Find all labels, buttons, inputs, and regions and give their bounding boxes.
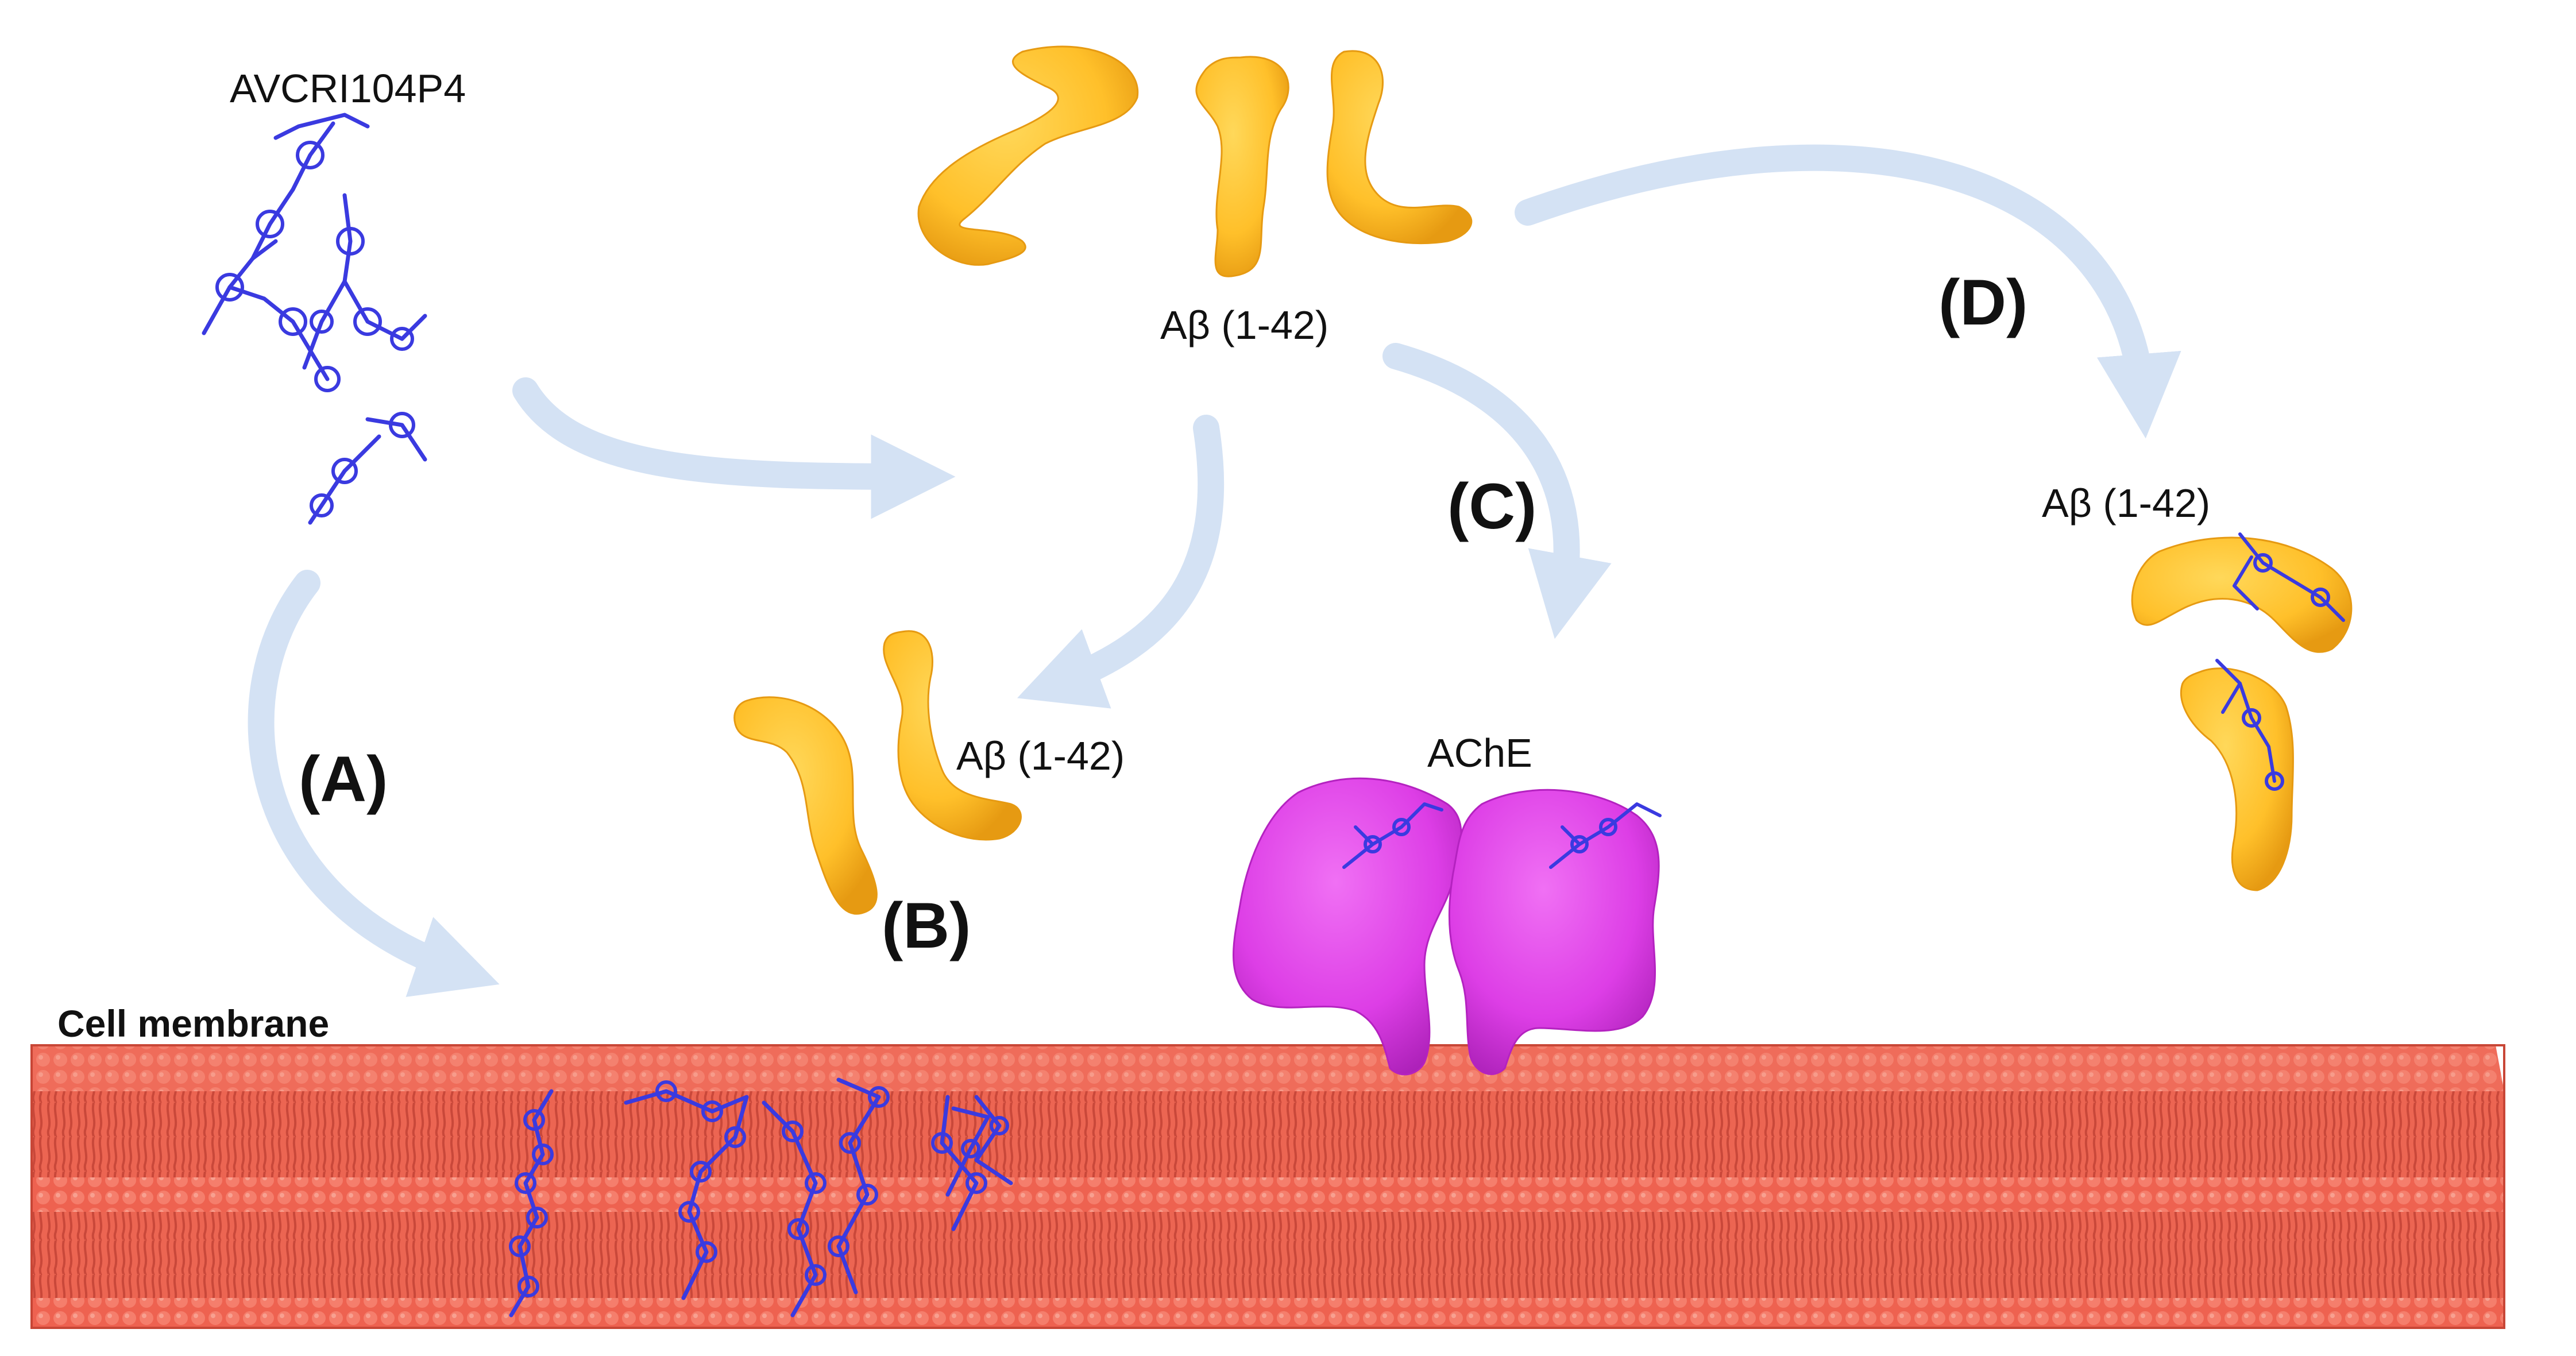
peptide-b-1 <box>733 696 878 915</box>
arrow-d <box>1515 144 2181 439</box>
arrow-a <box>248 570 500 997</box>
ache-label: AChE <box>1427 731 1532 775</box>
abeta-d-ligands <box>2215 532 2345 791</box>
avcri104p4-rings <box>215 141 415 517</box>
peptide-top-2 <box>1195 56 1289 277</box>
peptide-d-2 <box>2180 667 2294 891</box>
ligand-chain-1 <box>509 1089 554 1318</box>
membrane-label: Cell membrane <box>57 1002 329 1045</box>
ache-subunit-right <box>1448 789 1660 1075</box>
cell-membrane <box>30 1044 2505 1329</box>
arrow-to-abeta <box>512 377 956 519</box>
ache-subunit-left <box>1233 777 1462 1076</box>
peptide-top-3 <box>1326 50 1473 245</box>
abeta-peptides-b <box>733 630 1022 915</box>
abeta-label-top: Aβ (1-42) <box>1160 303 1328 347</box>
arrows <box>248 144 2181 997</box>
peptide-top-1 <box>917 45 1139 266</box>
ligand-chain-7 <box>945 1106 990 1197</box>
avcri104p4-molecule <box>202 113 427 525</box>
arrow-b <box>1017 415 1225 709</box>
ligand-chain-5 <box>940 1095 979 1231</box>
step-d-label: (D) <box>1938 266 2027 338</box>
abeta-label-d: Aβ (1-42) <box>2042 481 2210 526</box>
ligand-chain-6 <box>974 1095 1013 1185</box>
membrane-ligand-rings <box>509 1080 1009 1297</box>
ligand-chain-2 <box>624 1089 749 1300</box>
step-c-label: (C) <box>1447 470 1536 542</box>
abeta-peptides-top <box>917 45 1473 277</box>
ache-ligands <box>1342 802 1662 869</box>
ache-enzyme <box>1233 777 1660 1076</box>
step-b-label: (B) <box>882 890 971 961</box>
step-a-label: (A) <box>299 743 388 815</box>
compound-label: AVCRI104P4 <box>230 66 466 111</box>
peptide-b-2 <box>883 630 1022 841</box>
abeta-label-b: Aβ (1-42) <box>956 733 1125 778</box>
arrow-c <box>1382 343 1612 639</box>
